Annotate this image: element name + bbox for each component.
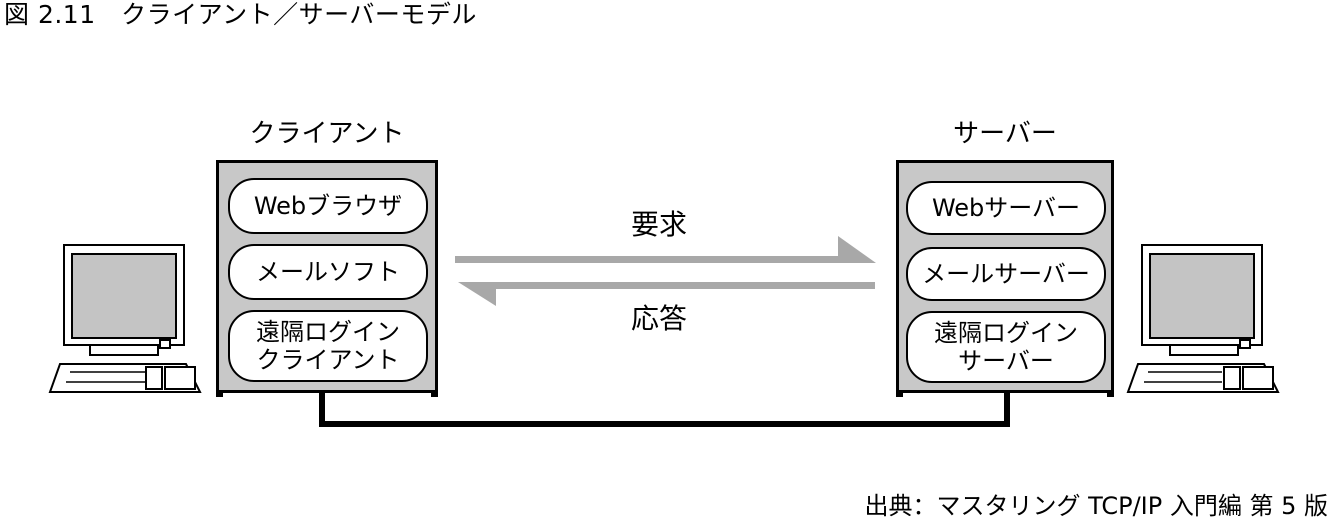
client-computer-icon xyxy=(48,244,202,393)
server-software-mail: メールサーバー xyxy=(906,247,1106,301)
request-label: 要求 xyxy=(631,208,688,241)
client-machine-foot-right xyxy=(431,390,438,397)
client-software-mail: メールソフト xyxy=(228,244,428,300)
response-label: 応答 xyxy=(631,302,688,335)
figure-title: 図 2.11 クライアント／サーバーモデル xyxy=(4,0,477,29)
source-citation: 出典：マスタリング TCP/IP 入門編 第 5 版 xyxy=(864,492,1328,520)
server-machine: Webサーバー メールサーバー 遠隔ログイン サーバー xyxy=(896,160,1114,397)
server-software-web: Webサーバー xyxy=(906,181,1106,235)
server-label: サーバー xyxy=(953,119,1057,149)
request-arrow xyxy=(455,236,876,263)
client-machine-foot-left xyxy=(216,390,223,397)
client-software-web-browser: Webブラウザ xyxy=(228,178,428,234)
client-label: クライアント xyxy=(249,119,405,149)
response-arrow xyxy=(458,282,875,306)
server-machine-foot-left xyxy=(896,390,903,397)
server-machine-foot-right xyxy=(1107,390,1114,397)
network-connection-line xyxy=(319,392,1010,427)
server-software-remote-login: 遠隔ログイン サーバー xyxy=(906,311,1106,383)
client-software-remote-login: 遠隔ログイン クライアント xyxy=(228,310,428,382)
client-machine: Webブラウザ メールソフト 遠隔ログイン クライアント xyxy=(216,160,438,397)
server-side-computer-icon xyxy=(1126,244,1280,393)
